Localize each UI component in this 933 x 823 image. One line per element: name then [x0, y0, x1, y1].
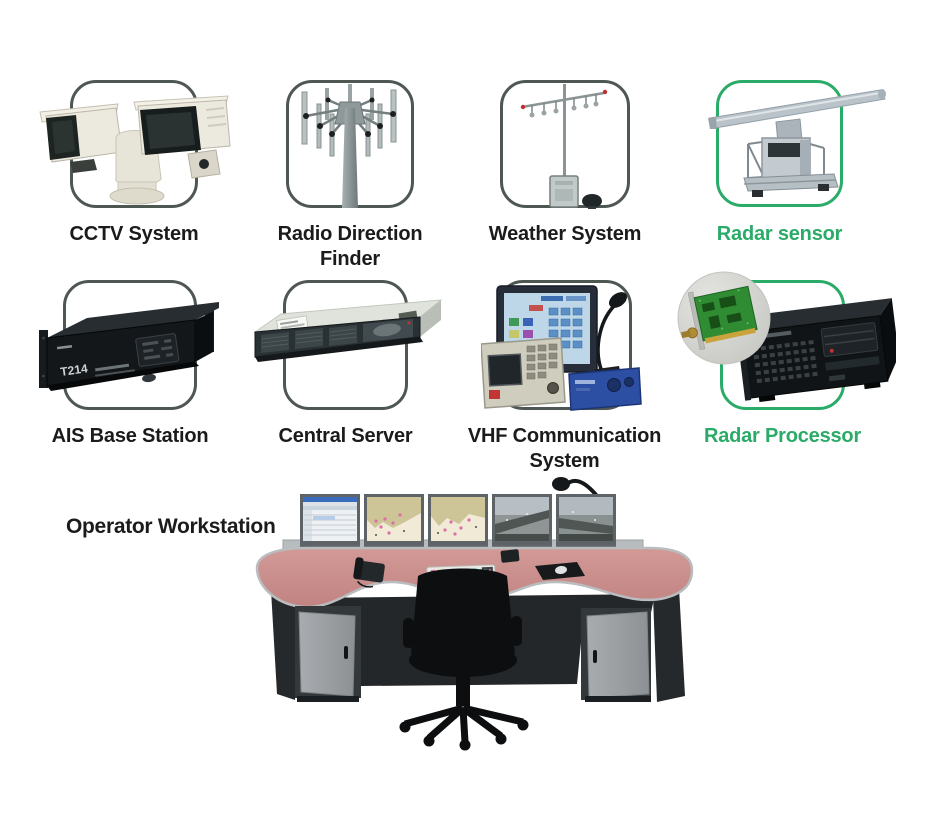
vhf-label-line2: System [529, 450, 600, 472]
operator-workstation-icon [255, 477, 694, 751]
radar-antenna-icon [708, 89, 886, 197]
ais-base-station-label: AIS Base Station [52, 424, 209, 449]
radar-processor-unit-icon [677, 271, 896, 403]
radar-sensor-label: Radar sensor [716, 222, 843, 247]
monitor-spreadsheet-screen [300, 494, 360, 548]
ais-model-text: T214 [59, 361, 88, 379]
card-vhf-communication: VHF Communication System [468, 280, 661, 472]
rdf-label-line1: Radio Direction [277, 223, 423, 245]
operator-chair-icon [399, 568, 529, 751]
monitor-camera-screen-1 [492, 494, 552, 548]
telephone-icon [353, 557, 385, 588]
mousepad-icon [535, 562, 585, 580]
rdf-label-line2: Finder [320, 248, 380, 270]
radar-processor-label-line1: Radar Processor [703, 425, 862, 447]
desk-speaker-icon [500, 549, 520, 563]
radar-sensor-label-line1: Radar sensor [716, 223, 843, 245]
central-server-label: Central Server [279, 424, 413, 449]
ais-rack-unit-icon: T214 [39, 301, 219, 391]
radar-processor-label: Radar Processor [704, 424, 861, 449]
monitor-camera-screen-2 [556, 494, 616, 548]
direction-finder-antenna-icon [301, 84, 397, 208]
cctv-camera-icon [39, 95, 231, 205]
weather-label-line1: Weather System [488, 223, 642, 245]
server-label-line1: Central Server [278, 425, 413, 447]
cctv-label-line1: CCTV System [69, 223, 199, 245]
vhf-label-line1: VHF Communication [467, 425, 662, 447]
weather-system-label: Weather System [488, 222, 642, 247]
rdf-label: Radio Direction Finder [278, 222, 423, 272]
workstation-label-text: Operator Workstation [66, 515, 276, 538]
card-radar-sensor: Radar sensor [708, 80, 886, 245]
card-radar-processor: Radar Processor [677, 271, 896, 447]
card-radio-direction-finder: Radio Direction Finder [278, 80, 423, 270]
desk-left-leg [271, 590, 299, 700]
right-pedestal-cabinet [581, 608, 651, 702]
weather-mast-icon [520, 84, 608, 209]
card-cctv-system: CCTV System [39, 80, 231, 245]
card-weather-system: Weather System [489, 80, 641, 245]
desk-right-leg [653, 588, 685, 702]
server-unit-icon [253, 299, 443, 362]
vhf-communication-label: VHF Communication System [468, 424, 661, 474]
card-central-server: Central Server [253, 280, 443, 447]
ais-label-line1: AIS Base Station [51, 425, 209, 447]
card-ais-base-station: T214 AIS Base Station [39, 280, 219, 447]
monitor-chart-screen-1 [364, 494, 424, 548]
monitor-chart-screen-2 [428, 494, 488, 548]
vhf-radio-icon [481, 285, 642, 411]
cctv-system-label: CCTV System [70, 222, 199, 247]
left-pedestal-cabinet [295, 606, 361, 702]
operator-workstation-label: Operator Workstation [66, 515, 276, 539]
